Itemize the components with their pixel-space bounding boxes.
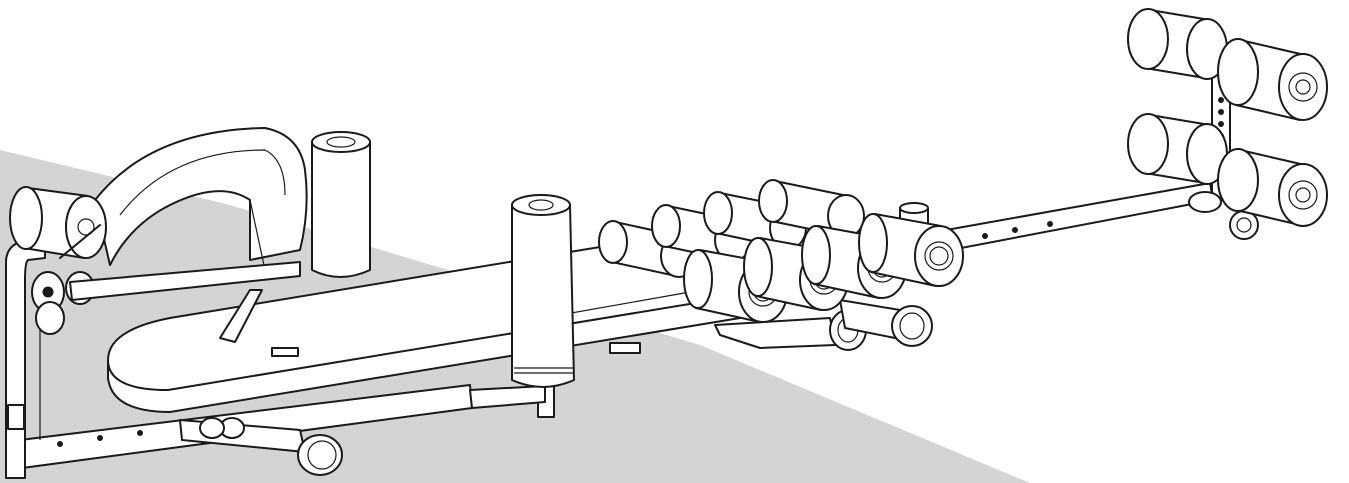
rear-roller-bottom-right — [1217, 148, 1328, 227]
bench-board — [107, 246, 741, 413]
lower-frame — [19, 299, 933, 476]
rear-handle-pad — [311, 131, 371, 278]
pelvic-harness — [69, 127, 308, 343]
front-handle-pad — [511, 194, 575, 388]
rear-roller-top-right — [1217, 38, 1328, 121]
rear-roller-bottom-left — [1127, 113, 1228, 185]
ankle-roller-front-4 — [858, 213, 964, 287]
rear-roller-top-left — [1127, 8, 1228, 80]
left-top-roller — [9, 186, 107, 259]
